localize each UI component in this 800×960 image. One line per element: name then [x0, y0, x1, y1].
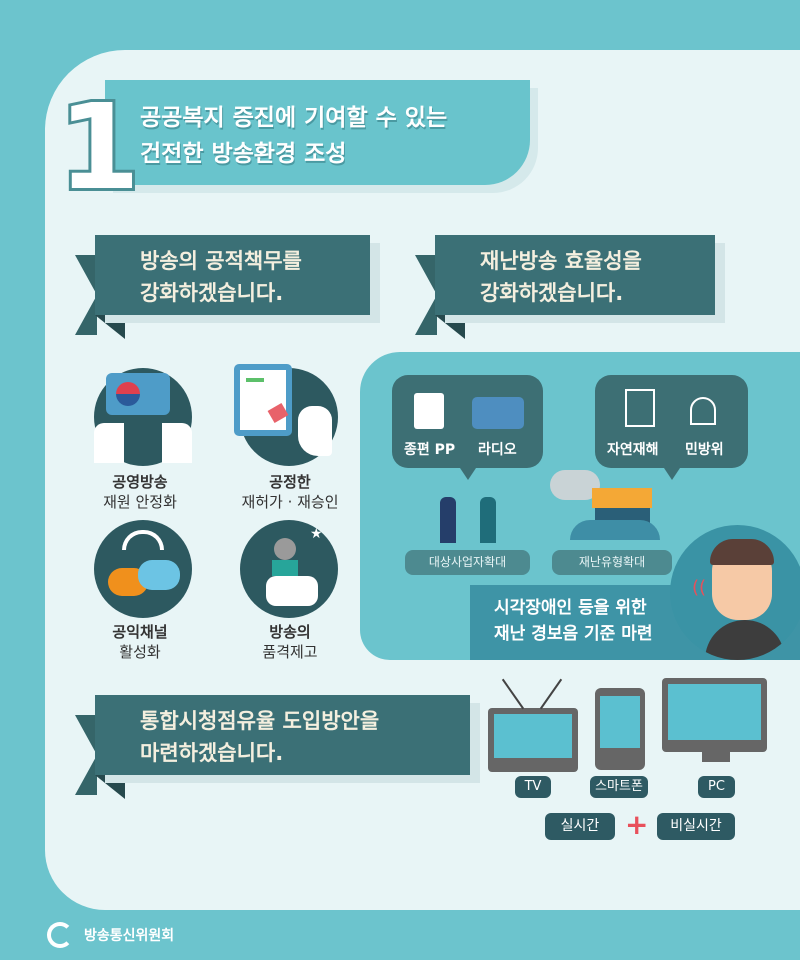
device-tv-label: TV — [515, 776, 551, 798]
label-natural-disaster: 자연재해 — [607, 442, 659, 458]
handshake-people-icon — [435, 485, 505, 547]
pill-expand-operators: 대상사업자확대 — [405, 550, 530, 575]
item-subtitle: 재허가 · 재승인 — [241, 493, 339, 511]
title-line-1: 공공복지 증진에 기여할 수 있는 — [140, 105, 448, 131]
label-radio: 라디오 — [478, 442, 517, 458]
ribbon-viewing-share: 통합시청점유율 도입방안을 마련하겠습니다. — [95, 695, 470, 775]
ribbon-fold — [95, 775, 125, 799]
ribbon-fold — [435, 315, 465, 339]
radio-icon — [472, 397, 524, 429]
item-subtitle: 활성화 — [119, 643, 161, 661]
smartphone-icon — [595, 688, 645, 770]
realtime-label: 실시간 — [545, 813, 615, 840]
tv-icon — [488, 708, 578, 772]
item-subtitle: 재원 안정화 — [103, 493, 177, 511]
ribbon-line-2: 마련하겠습니다. — [140, 741, 284, 765]
broken-house-icon — [625, 389, 655, 427]
ribbon-tail — [415, 255, 437, 335]
title-line-2: 건전한 방송환경 조성 — [140, 141, 347, 167]
item-title: 공정한 — [269, 473, 311, 491]
ribbon-fold — [95, 315, 125, 339]
bubble-targets: 종편 PP 라디오 — [392, 375, 543, 480]
device-pc-label: PC — [698, 776, 735, 798]
page-title: 공공복지 증진에 기여할 수 있는 건전한 방송환경 조성 — [140, 100, 447, 172]
ribbon-public-duty: 방송의 공적책무를 강화하겠습니다. — [95, 235, 370, 315]
pc-monitor-icon — [662, 678, 767, 752]
kcc-logo-icon — [47, 922, 73, 948]
ribbon-line-1: 방송의 공적책무를 — [140, 249, 302, 273]
listening-person-avatar: (( — [670, 525, 800, 660]
document-icon — [414, 393, 444, 429]
siren-icon — [690, 397, 716, 425]
chat-broadcast-icon — [94, 520, 192, 618]
header-banner — [105, 80, 530, 185]
ribbon-line-1: 통합시청점유율 도입방안을 — [140, 709, 380, 733]
monitor-stand-icon — [702, 752, 730, 762]
ribbon-tail — [75, 255, 97, 335]
strip-line-2: 재난 경보음 기준 마련 — [494, 624, 653, 644]
item-title: 공영방송 — [112, 473, 168, 491]
clipboard-stamp-icon — [234, 364, 338, 466]
ribbon-line-2: 강화하겠습니다. — [480, 281, 624, 305]
ribbon-line-2: 강화하겠습니다. — [140, 281, 284, 305]
ribbon-tail — [75, 715, 97, 795]
bubble-disaster-types: 자연재해 민방위 — [595, 375, 748, 480]
section-number: 1 — [55, 78, 143, 216]
strip-line-1: 시각장애인 등을 위한 — [494, 598, 647, 618]
device-smartphone-label: 스마트폰 — [590, 776, 648, 798]
item-subtitle: 품격제고 — [262, 643, 318, 661]
item-title: 방송의 — [269, 623, 311, 641]
nonrealtime-label: 비실시간 — [657, 813, 735, 840]
microphone-thumbs-up-icon: ★ — [240, 520, 338, 618]
label-civil-defense: 민방위 — [685, 442, 724, 458]
flood-house-icon — [550, 470, 660, 545]
org-name: 방송통신위원회 — [84, 928, 175, 944]
label-pp: 종편 PP — [404, 442, 456, 458]
item-title: 공익채널 — [112, 623, 168, 641]
tv-hands-icon — [94, 368, 192, 466]
ribbon-disaster: 재난방송 효율성을 강화하겠습니다. — [435, 235, 715, 315]
ribbon-line-1: 재난방송 효율성을 — [480, 249, 642, 273]
pill-expand-disaster-types: 재난유형확대 — [552, 550, 672, 575]
plus-icon: + — [625, 808, 649, 841]
